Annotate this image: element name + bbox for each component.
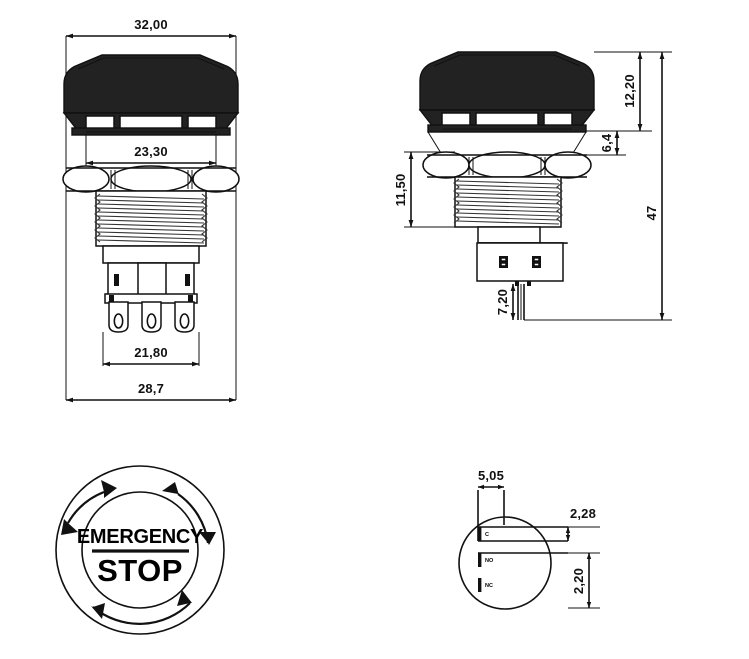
terminal-blade-c xyxy=(478,527,482,541)
dimension-overall-height: 47 xyxy=(524,51,672,321)
dimension-terminal-spacing-label: 2,20 xyxy=(571,568,586,594)
switch-body-front xyxy=(102,245,200,304)
thread-hatching-side xyxy=(453,178,563,225)
button-cap-front xyxy=(63,54,239,114)
faceplate-label-emergency: EMERGENCY xyxy=(77,526,204,548)
dimension-cap-width-label: 32,00 xyxy=(134,17,168,32)
terminal-label-nc: NC xyxy=(485,583,493,589)
thread-hatching-front xyxy=(94,193,208,244)
dimension-cap-base-width-label: 23,30 xyxy=(134,144,168,159)
rotation-arrow-bottom xyxy=(91,590,192,625)
button-cap-side xyxy=(419,51,595,111)
front-extension-lines-2180 xyxy=(102,332,200,366)
dimension-cap-width: 32,00 xyxy=(66,17,236,39)
dimension-cap-base-width: 23,30 xyxy=(86,144,216,166)
hex-nut-front xyxy=(62,165,240,193)
dimension-overall-height-label: 47 xyxy=(644,206,659,221)
side-view: 12,20 6,4 11,50 47 xyxy=(393,51,672,321)
dimension-terminal-width-label: 21,80 xyxy=(134,345,168,360)
button-cap-skirt-front xyxy=(62,112,240,136)
dimension-terminal-width: 21,80 xyxy=(103,345,199,367)
dimension-terminal-pitch: 2,28 xyxy=(565,506,600,541)
wire-leads-side xyxy=(515,281,531,320)
dimension-terminal-offset-x-label: 5,05 xyxy=(478,468,504,483)
dimension-overall-width: 28,7 xyxy=(66,381,236,403)
dimension-terminal-pitch-label: 2,28 xyxy=(570,506,596,521)
terminal-blade-nc xyxy=(478,578,482,592)
dimension-cap-skirt-height-label: 6,4 xyxy=(599,133,614,152)
threaded-barrel-side xyxy=(453,176,563,228)
dimension-cap-skirt-height: 6,4 xyxy=(586,131,626,156)
dimension-terminal-spacing: 2,20 xyxy=(568,552,600,609)
detail-leader-lines xyxy=(477,490,568,554)
dimension-terminal-offset-x: 5,05 xyxy=(478,468,504,490)
faceplate-inner-circle xyxy=(81,491,199,609)
dimension-cap-height-label: 12,20 xyxy=(622,74,637,108)
terminal-label-c: C xyxy=(485,532,489,538)
rotation-arrow-upper-left xyxy=(61,480,117,535)
dimension-thread-length: 11,50 xyxy=(393,151,478,228)
terminal-blade-no xyxy=(478,553,482,567)
switch-body-side xyxy=(476,226,568,282)
front-extension-lines-2330 xyxy=(85,135,217,166)
terminal-pins-front xyxy=(108,301,195,333)
detail-circle xyxy=(458,516,552,610)
dimension-wire-length-label: 7,20 xyxy=(495,289,510,315)
terminal-label-no: NO xyxy=(485,558,494,564)
hex-nut-side xyxy=(422,151,592,179)
terminal-detail-view: C NO NC 5,05 2,28 xyxy=(458,468,600,610)
detail-terminal-blades: C NO NC xyxy=(478,527,494,592)
dimension-overall-width-label: 28,7 xyxy=(138,381,164,396)
threaded-barrel-front xyxy=(94,190,208,247)
faceplate-view: EMERGENCY STOP xyxy=(55,465,225,635)
front-view: 32,00 23,30 xyxy=(62,17,240,403)
dimension-thread-length-label: 11,50 xyxy=(393,174,408,207)
button-cap-skirt-side xyxy=(418,109,596,133)
dimension-wire-length: 7,20 xyxy=(495,284,516,320)
dimension-cap-height: 12,20 xyxy=(586,51,652,132)
rotation-arrow-upper-right xyxy=(162,482,216,545)
faceplate-label-stop: STOP xyxy=(97,553,183,588)
faceplate-outer-circle xyxy=(55,465,225,635)
